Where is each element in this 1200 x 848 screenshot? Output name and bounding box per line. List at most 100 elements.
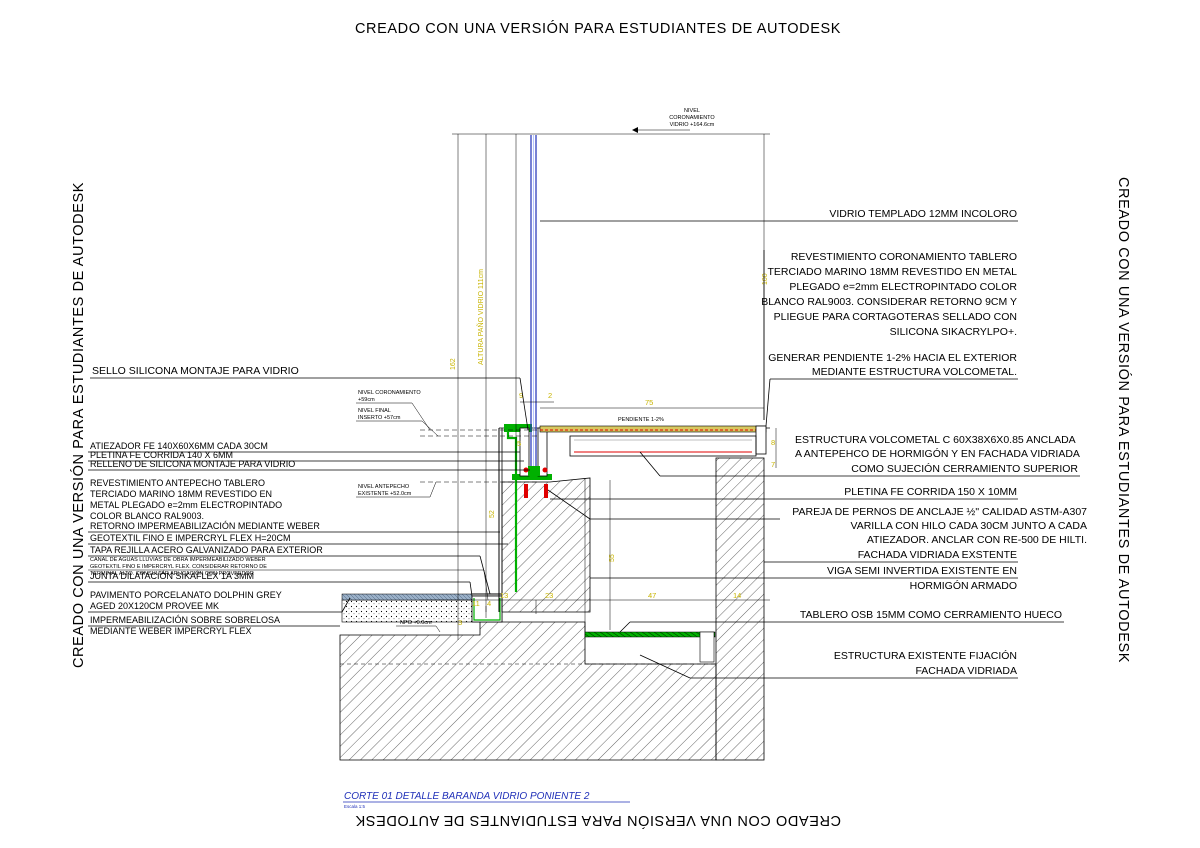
svg-text:PAVIMENTO PORCELANATO DOLPHIN: PAVIMENTO PORCELANATO DOLPHIN GREY <box>90 590 282 600</box>
level-crown-top: NIVEL CORONAMIENTO VIDRIO +164.6cm <box>669 108 715 128</box>
svg-text:VIGA SEMI INVERTIDA EXISTENTE: VIGA SEMI INVERTIDA EXISTENTE EN <box>827 565 1017 577</box>
svg-text:MEDIANTE WEBER IMPERCRYL FLEX: MEDIANTE WEBER IMPERCRYL FLEX <box>90 626 252 636</box>
label-waterproofing: IMPERMEABILIZACIÓN SOBRE SOBRELOSA MEDIA… <box>88 615 340 636</box>
svg-text:GEOTEXTIL FINO E IMPERCRYL FLE: GEOTEXTIL FINO E IMPERCRYL FLEX H=20CM <box>90 533 290 543</box>
osb-board <box>584 478 716 663</box>
svg-text:TABLERO OSB 15MM COMO CERRAMIE: TABLERO OSB 15MM COMO CERRAMIENTO HUECO <box>800 609 1062 621</box>
dim-23: 23 <box>545 591 553 600</box>
svg-text:SELLO SILICONA MONTAJE PARA VI: SELLO SILICONA MONTAJE PARA VIDRIO <box>92 365 299 377</box>
level-final: NIVEL FINAL INSERTO +57cm <box>356 408 439 437</box>
level-floor: NPG +0.0cm <box>396 620 441 633</box>
svg-text:SILICONA SIKACRYLPO+.: SILICONA SIKACRYLPO+. <box>890 326 1017 338</box>
svg-text:ATIEZADOR FE 140X60X6MM CADA 3: ATIEZADOR FE 140X60X6MM CADA 30CM <box>90 441 268 451</box>
label-slope: GENERAR PENDIENTE 1-2% HACIA EL EXTERIOR… <box>765 352 1018 427</box>
svg-text:+59cm: +59cm <box>358 397 375 403</box>
svg-text:TAPA REJILLA ACERO GALVANIZADO: TAPA REJILLA ACERO GALVANIZADO PARA EXTE… <box>90 545 323 555</box>
watermark-bottom: CREADO CON UNA VERSIÓN PARA ESTUDIANTES … <box>355 812 841 829</box>
svg-text:HORMIGÓN ARMADO: HORMIGÓN ARMADO <box>910 579 1017 592</box>
svg-text:PLETINA FE CORRIDA 150 X 10MM: PLETINA FE CORRIDA 150 X 10MM <box>844 486 1017 498</box>
crown-cladding <box>539 425 767 455</box>
svg-text:NIVEL CORONAMIENTO: NIVEL CORONAMIENTO <box>358 390 421 396</box>
dim-7: 7 <box>771 460 775 469</box>
svg-text:TERCIADO MARINO 18MM REVESTIDO: TERCIADO MARINO 18MM REVESTIDO EN <box>90 489 272 499</box>
svg-text:BLANCO RAL9003. CONSIDERAR RET: BLANCO RAL9003. CONSIDERAR RETORNO 9CM Y <box>761 296 1017 308</box>
label-silicone-seal: SELLO SILICONA MONTAJE PARA VIDRIO <box>90 365 529 431</box>
dim-total-height: 162 <box>450 358 457 370</box>
waterproofing-return <box>504 424 552 592</box>
svg-text:RETORNO IMPERMEABILIZACIÓN MED: RETORNO IMPERMEABILIZACIÓN MEDIANTE WEBE… <box>90 521 320 531</box>
watermark-left: CREADO CON UNA VERSIÓN PARA ESTUDIANTES … <box>70 182 87 668</box>
label-pavement: PAVIMENTO PORCELANATO DOLPHIN GREY AGED … <box>88 590 351 613</box>
label-beam: VIGA SEMI INVERTIDA EXISTENTE EN HORMIGÓ… <box>590 565 1018 592</box>
svg-text:TERCIADO MARINO 18MM REVESTIDO: TERCIADO MARINO 18MM REVESTIDO EN METAL <box>767 266 1017 278</box>
svg-text:REVESTIMIENTO CORONAMIENTO TAB: REVESTIMIENTO CORONAMIENTO TABLERO <box>791 251 1017 263</box>
dim-glass-upper: 100 <box>762 273 769 285</box>
svg-text:NPG +0.0cm: NPG +0.0cm <box>400 620 432 626</box>
caption-title: CORTE 01 DETALLE BARANDA VIDRIO PONIENTE… <box>344 791 590 802</box>
svg-text:MEDIANTE ESTRUCTURA VOLCOMETAL: MEDIANTE ESTRUCTURA VOLCOMETAL. <box>812 366 1017 378</box>
svg-text:AGED 20X120CM PROVEE MK: AGED 20X120CM PROVEE MK <box>90 601 219 611</box>
svg-text:ESTRUCTURA VOLCOMETAL C 60X38X: ESTRUCTURA VOLCOMETAL C 60X38X6X0.85 ANC… <box>795 434 1076 446</box>
label-joint: JUNTA DILATACIÓN SIKAFLEX 1A 3MM <box>88 571 473 597</box>
dim-75: 75 <box>645 398 653 407</box>
svg-text:INSERTO +57cm: INSERTO +57cm <box>358 415 401 421</box>
volcometal-profile <box>569 435 757 457</box>
dim-47: 47 <box>648 591 656 600</box>
svg-text:TERMINAL ALTO. CONSULTAR APLIC: TERMINAL ALTO. CONSULTAR APLICACIÓN CON … <box>90 570 254 577</box>
svg-text:JUNTA DILATACIÓN SIKAFLEX 1A 3: JUNTA DILATACIÓN SIKAFLEX 1A 3MM <box>90 571 254 581</box>
label-existing-structure: ESTRUCTURA EXISTENTE FIJACIÓN FACHADA VI… <box>639 649 1018 679</box>
svg-text:FACHADA VIDRIADA: FACHADA VIDRIADA <box>915 665 1017 677</box>
svg-text:REVESTIMIENTO ANTEPECHO TABLER: REVESTIMIENTO ANTEPECHO TABLERO <box>90 478 265 488</box>
label-parapet-cladding: REVESTIMIENTO ANTEPECHO TABLERO TERCIADO… <box>90 478 282 521</box>
drawing-caption: CORTE 01 DETALLE BARANDA VIDRIO PONIENTE… <box>343 791 630 809</box>
dim-5: 5 <box>517 439 521 448</box>
dim-9: 9 <box>519 391 523 400</box>
right-labels: VIDRIO TEMPLADO 12MM INCOLORO REVESTIMIE… <box>540 208 1087 679</box>
label-geotextile: GEOTEXTIL FINO E IMPERCRYL FLEX H=20CM <box>88 533 508 545</box>
svg-text:PLETINA FE CORRIDA 140 X 6MM: PLETINA FE CORRIDA 140 X 6MM <box>90 450 233 460</box>
svg-text:ATIEZADOR. ANCLAR CON RE-500 D: ATIEZADOR. ANCLAR CON RE-500 DE HILTI. <box>867 534 1087 546</box>
dimension-lines: 162 ALTURA PAÑO VIDRIO 111cm 100 9 2 75 … <box>420 127 777 640</box>
dim-3: 3 <box>458 618 462 627</box>
svg-text:CANAL DE AGUAS LLUVIAS DE OBRA: CANAL DE AGUAS LLUVIAS DE OBRA IMPERMEAB… <box>90 557 266 563</box>
dim-4: 4 <box>487 599 491 608</box>
caption-scale: Escala 1:5 <box>344 804 366 809</box>
label-grate: TAPA REJILLA ACERO GALVANIZADO PARA EXTE… <box>88 545 491 595</box>
left-labels: SELLO SILICONA MONTAJE PARA VIDRIO ATIEZ… <box>88 365 530 636</box>
porcelain-pavement <box>341 593 473 601</box>
svg-text:GENERAR PENDIENTE 1-2% HACIA E: GENERAR PENDIENTE 1-2% HACIA EL EXTERIOR <box>768 352 1017 364</box>
watermark-right: CREADO CON UNA VERSIÓN PARA ESTUDIANTES … <box>1115 177 1132 663</box>
label-facade: FACHADA VIDRIADA EXSTENTE <box>764 549 1018 563</box>
svg-text:EXISTENTE +52.0cm: EXISTENTE +52.0cm <box>358 491 412 497</box>
label-glass: VIDRIO TEMPLADO 12MM INCOLORO <box>540 208 1018 222</box>
svg-text:PLIEGUE PARA CORTAGOTERAS SELL: PLIEGUE PARA CORTAGOTERAS SELLADO CON <box>774 311 1017 323</box>
dim-8: 8 <box>771 438 775 447</box>
dim-13: 13 <box>500 591 508 600</box>
svg-text:VARILLA CON HILO CADA 30CM JUN: VARILLA CON HILO CADA 30CM JUNTO A CADA <box>850 520 1087 532</box>
label-plate: PLETINA FE CORRIDA 150 X 10MM <box>550 486 1018 500</box>
label-waterproof-return: RETORNO IMPERMEABILIZACIÓN MEDIANTE WEBE… <box>88 521 500 533</box>
label-stiffener: ATIEZADOR FE 140X60X6MM CADA 30CM <box>88 441 520 453</box>
label-channel: CANAL DE AGUAS LLUVIAS DE OBRA IMPERMEAB… <box>88 557 489 601</box>
svg-text:NIVEL ANTEPECHO: NIVEL ANTEPECHO <box>358 484 410 490</box>
dim-11: 11 <box>472 599 480 608</box>
drain-channel <box>471 593 503 623</box>
svg-text:VIDRIO +164.6cm: VIDRIO +164.6cm <box>670 122 715 128</box>
existing-beam <box>715 457 765 761</box>
dim-55: 55 <box>609 554 616 562</box>
label-volcometal: ESTRUCTURA VOLCOMETAL C 60X38X6X0.85 ANC… <box>639 434 1080 477</box>
label-bolts: PAREJA DE PERNOS DE ANCLAJE ½" CALIDAD A… <box>547 489 1087 546</box>
svg-text:PLEGADO e=2mm ELECTROPINTADO C: PLEGADO e=2mm ELECTROPINTADO COLOR <box>789 281 1017 293</box>
svg-text:METAL PLEGADO e=2mm ELECTROPIN: METAL PLEGADO e=2mm ELECTROPINTADO <box>90 500 282 510</box>
svg-text:COLOR BLANCO RAL9003.: COLOR BLANCO RAL9003. <box>90 511 204 521</box>
svg-text:RELLENO DE SILICONA MONTAJE PA: RELLENO DE SILICONA MONTAJE PARA VIDRIO <box>90 459 295 469</box>
label-silicone-fill: RELLENO DE SILICONA MONTAJE PARA VIDRIO <box>88 459 530 471</box>
svg-text:PAREJA DE PERNOS DE ANCLAJE ½": PAREJA DE PERNOS DE ANCLAJE ½" CALIDAD A… <box>792 506 1087 518</box>
label-plate-140: PLETINA FE CORRIDA 140 X 6MM <box>88 450 524 462</box>
svg-text:ESTRUCTURA EXISTENTE FIJACIÓN: ESTRUCTURA EXISTENTE FIJACIÓN <box>834 649 1017 662</box>
slope-note: PENDIENTE 1-2% <box>618 417 664 423</box>
svg-text:A ANTEPEHCO DE HORMIGÓN Y EN F: A ANTEPEHCO DE HORMIGÓN Y EN FACHADA VID… <box>795 447 1080 460</box>
dim-glass-height: ALTURA PAÑO VIDRIO 111cm <box>476 269 485 365</box>
svg-text:NIVEL FINAL: NIVEL FINAL <box>358 408 391 414</box>
